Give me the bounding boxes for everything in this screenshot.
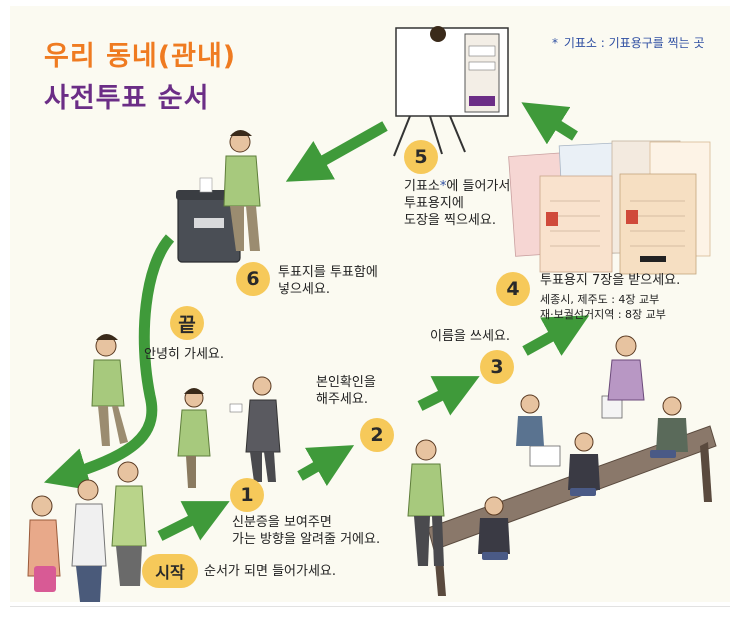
illustration-layer bbox=[27, 26, 717, 602]
step-5-star: * bbox=[439, 179, 447, 194]
step-4-note-1: 세종시, 제주도 : 4장 교부 bbox=[540, 293, 660, 306]
page-title-line2: 사전투표 순서 bbox=[44, 83, 210, 114]
voting-booth-illustration bbox=[393, 26, 509, 157]
arrow-3-to-4 bbox=[522, 315, 590, 356]
step-2-badge: 2 bbox=[360, 418, 394, 452]
step-4-note-2: 재·보궐선거지역 : 8장 교부 bbox=[540, 308, 666, 321]
step-5-caption: 기표소*에 들어가서 투표용지에 도장을 찍으세요. bbox=[404, 178, 510, 229]
ballot-box-illustration bbox=[176, 130, 261, 263]
step-4-caption: 투표용지 7장을 받으세요. bbox=[540, 273, 681, 288]
legend-note: * 기표소 : 기표용구를 찍는 곳 bbox=[552, 34, 705, 51]
arrow-6-to-end bbox=[43, 234, 175, 491]
step-1-badge: 1 bbox=[230, 478, 264, 512]
waiting-voters-illustration bbox=[27, 461, 147, 602]
ballot-papers-illustration bbox=[508, 140, 711, 275]
id-check-illustration bbox=[177, 376, 281, 488]
step-5-text-b: 에 들어가서 투표용지에 도장을 찍으세요. bbox=[404, 179, 511, 228]
step-6-caption: 투표지를 투표함에 넣으세요. bbox=[278, 265, 378, 297]
bottom-divider bbox=[10, 606, 730, 607]
step-1-caption: 신분증을 보여주면 가는 방향을 알려줄 거에요. bbox=[232, 515, 381, 547]
flow-arrows bbox=[43, 102, 590, 541]
arrow-start-to-1 bbox=[157, 501, 230, 541]
start-caption: 순서가 되면 들어가세요. bbox=[204, 564, 336, 579]
step-4-badge: 4 bbox=[496, 272, 530, 306]
step-3-badge: 3 bbox=[480, 350, 514, 384]
step-3-caption: 이름을 쓰세요. bbox=[430, 329, 511, 344]
step-2-caption: 본인확인을 해주세요. bbox=[316, 375, 376, 407]
page-title-line1: 우리 동네(관내) bbox=[44, 41, 237, 72]
step-6-badge: 6 bbox=[236, 262, 270, 296]
arrow-4-to-5 bbox=[521, 102, 578, 145]
step-5-text-a: 기표소 bbox=[404, 179, 440, 194]
arrow-2-to-3 bbox=[417, 376, 480, 416]
arrow-1-to-2 bbox=[297, 445, 355, 487]
arrow-5-to-6 bbox=[285, 121, 388, 182]
end-caption: 안녕히 가세요. bbox=[144, 347, 225, 362]
registration-desk-illustration bbox=[407, 335, 717, 596]
procedure-diagram: 우리 동네(관내) 사전투표 순서 * 기표소 : 기표용구를 찍는 곳 5 기… bbox=[10, 6, 730, 602]
leaving-voter-illustration bbox=[91, 334, 128, 446]
start-badge: 시작 bbox=[142, 554, 198, 588]
end-badge: 끝 bbox=[170, 306, 204, 340]
legend-star: * bbox=[552, 36, 558, 50]
step-5-badge: 5 bbox=[404, 140, 438, 174]
legend-text: 기표소 : 기표용구를 찍는 곳 bbox=[563, 36, 705, 50]
